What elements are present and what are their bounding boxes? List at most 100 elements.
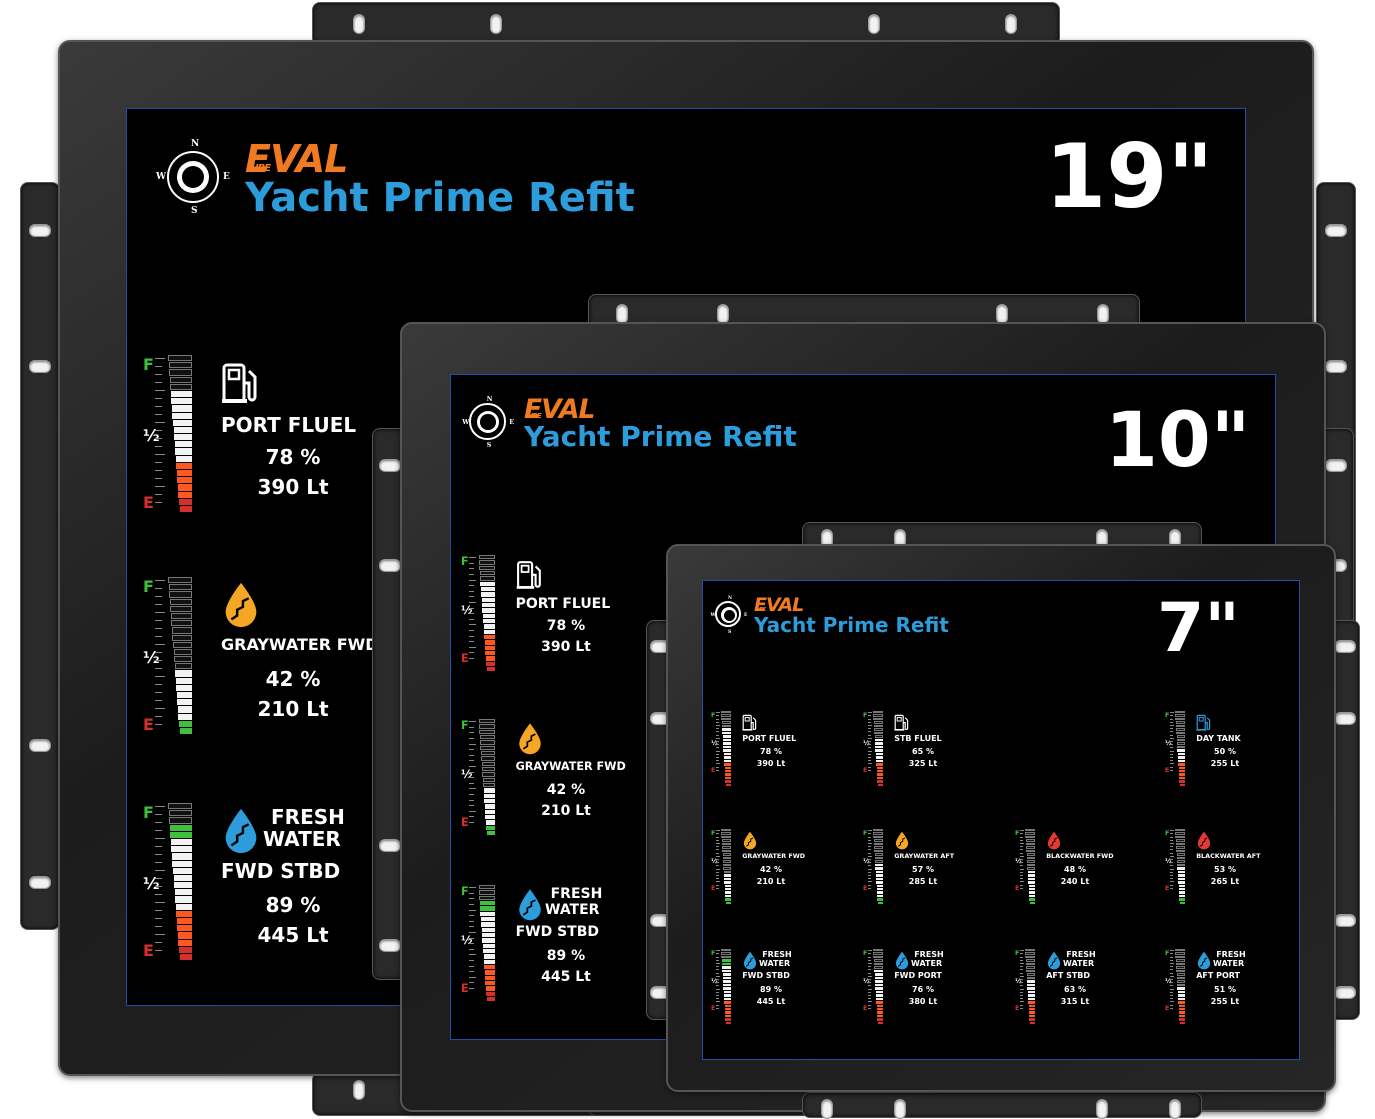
scale-tick	[1169, 875, 1173, 876]
level-bar	[1178, 773, 1185, 776]
level-bar	[485, 975, 496, 980]
level-bar	[483, 624, 496, 629]
level-bar	[172, 419, 192, 426]
scale-tick	[1019, 833, 1023, 835]
scale-tick	[1169, 953, 1173, 955]
fuel-icon	[221, 359, 261, 407]
level-bar	[480, 745, 496, 750]
level-bar	[1027, 994, 1035, 997]
scale-tick	[469, 557, 477, 559]
level-bar	[873, 724, 883, 728]
level-bar	[1176, 846, 1185, 849]
scale-tick	[1019, 836, 1023, 838]
freshwater-drop-icon	[742, 951, 758, 970]
level-bar	[723, 983, 731, 987]
level-bar	[176, 918, 192, 925]
tank-percent: 76 %	[912, 985, 934, 994]
scale-tick	[715, 966, 719, 968]
scale-tick	[715, 862, 719, 864]
level-bar	[483, 788, 496, 793]
scale-tick	[1019, 878, 1023, 880]
level-bars	[168, 355, 192, 513]
level-bar	[169, 369, 192, 376]
scale-tick	[469, 646, 477, 648]
scale-tick	[469, 782, 475, 784]
mount-hole	[353, 1080, 365, 1100]
scale-tick	[715, 887, 719, 889]
scale-tick	[1169, 843, 1174, 844]
level-bar	[484, 804, 496, 809]
level-bar	[1175, 949, 1185, 952]
level-bar	[1176, 969, 1185, 973]
tank-percent: 48 %	[1064, 865, 1086, 874]
level-bar	[875, 983, 883, 987]
level-bars	[1175, 829, 1185, 905]
compass-letter: W	[710, 612, 716, 618]
scale-tick	[715, 868, 720, 870]
scale-tick	[1169, 852, 1173, 854]
level-bar	[723, 867, 731, 870]
level-bar	[874, 976, 883, 980]
level-bar	[179, 953, 192, 961]
level-bar	[1026, 860, 1035, 863]
scale-tick	[715, 865, 719, 867]
level-bar	[874, 973, 883, 976]
mount-hole	[1325, 224, 1347, 237]
level-bar	[1178, 1007, 1185, 1011]
scale-tick	[867, 763, 872, 765]
level-bar	[1178, 763, 1185, 766]
level-bar	[478, 560, 496, 565]
scale-tick	[155, 926, 162, 927]
level-bar	[875, 756, 883, 759]
level-bar	[485, 809, 496, 814]
scale-tick	[715, 741, 719, 742]
scale-tick	[1169, 855, 1174, 857]
level-bar	[723, 990, 731, 994]
level-bar	[171, 846, 192, 853]
level-bar	[1175, 835, 1185, 839]
scale-tick	[867, 721, 871, 723]
level-bar	[482, 943, 496, 948]
level-bar	[174, 882, 192, 889]
level-bar	[480, 916, 496, 922]
level-bar	[1026, 969, 1035, 973]
level-bars	[721, 711, 731, 787]
level-bar	[483, 948, 496, 954]
freshwater-drop-icon	[1046, 951, 1062, 970]
scale-tick	[469, 777, 475, 779]
scale-label-empty: E	[711, 1004, 716, 1013]
level-bar	[1175, 717, 1185, 721]
level-bar	[1179, 1018, 1185, 1021]
level-bar	[177, 932, 192, 939]
scale-label-empty: E	[863, 884, 868, 893]
level-bar	[873, 959, 883, 962]
level-bar	[1027, 870, 1035, 874]
level-bar	[723, 749, 731, 752]
scale-tick	[1019, 830, 1024, 832]
level-bar	[179, 727, 192, 735]
scale-tick	[1169, 830, 1174, 832]
scale-tick	[715, 1001, 720, 1003]
level-bar	[1176, 849, 1185, 853]
mount-hole	[490, 14, 502, 34]
level-bar	[721, 842, 731, 846]
level-bar	[873, 839, 883, 842]
scale-tick	[155, 438, 162, 439]
